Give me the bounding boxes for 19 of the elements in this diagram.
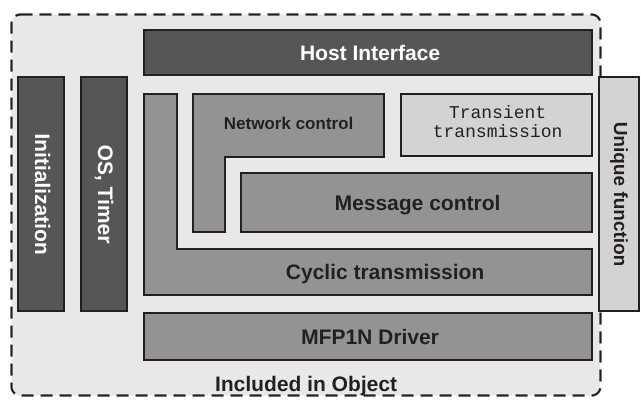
module-label: MFP1N Driver (300, 325, 440, 351)
module-block (143, 312, 593, 361)
module-label: Host Interface (298, 41, 442, 67)
module-label: Transient transmission (432, 105, 564, 143)
module-block (598, 76, 640, 312)
module-label: Unique function (608, 122, 630, 266)
module-block (143, 29, 593, 76)
module-label: OS, Timer (92, 144, 116, 244)
module-block (17, 76, 65, 312)
module-block (400, 93, 593, 157)
module-block (143, 93, 593, 296)
module-label: Cyclic transmission (284, 260, 486, 286)
module-label: Network control (222, 113, 354, 135)
module-block (80, 76, 128, 312)
module-label: Message control (334, 191, 502, 217)
module-label: Initialization (29, 133, 53, 255)
object-boundary (10, 13, 602, 397)
module-label: Included in Object (214, 372, 398, 398)
module-block (240, 172, 593, 233)
